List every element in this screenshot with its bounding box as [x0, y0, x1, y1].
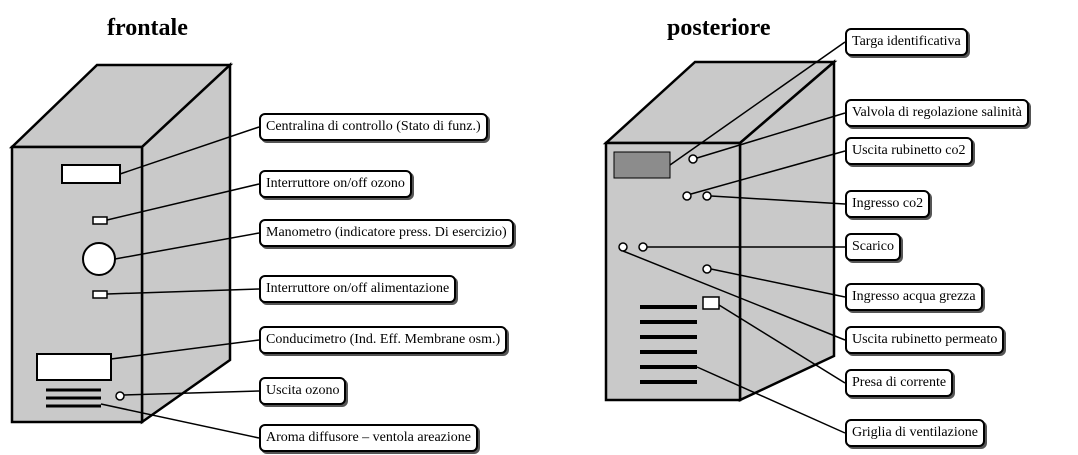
leader-permeate-outlet [622, 250, 846, 341]
leader-co2-outlet [690, 150, 846, 195]
ozone-outlet [115, 391, 125, 401]
callout-conductivity-meter: Conducimetro (Ind. Eff. Membrane osm.) [259, 326, 508, 354]
permeate-outlet [638, 242, 648, 252]
callout-permeate-outlet: Uscita rubinetto permeato [845, 326, 1005, 354]
leader-control-unit [119, 126, 260, 175]
conductivity-meter-display [36, 353, 112, 381]
leader-salinity-valve [696, 112, 846, 159]
drain [618, 242, 628, 252]
leader-power-switch [106, 288, 260, 295]
power-socket [702, 296, 720, 310]
power-switch [92, 290, 108, 299]
rear-leader-lines [622, 41, 846, 434]
callout-power-switch: Interruttore on/off alimentazione [259, 275, 457, 303]
raw-water-inlet [702, 264, 712, 274]
leader-conductivity-meter [110, 339, 260, 360]
front-leader-lines [100, 126, 260, 439]
rear-cabinet [602, 59, 838, 402]
leader-power-socket [718, 304, 846, 384]
callout-raw-water-inlet: Ingresso acqua grezza [845, 283, 983, 311]
leader-pressure-gauge [114, 232, 260, 260]
rear-view-title: posteriore [667, 15, 771, 41]
callout-ozone-outlet: Uscita ozono [259, 377, 347, 405]
leader-aroma-diffuser [100, 403, 260, 439]
leader-id-plate [669, 41, 846, 166]
front-vent-grille [46, 388, 101, 408]
leader-co2-inlet [710, 195, 846, 205]
callout-co2-inlet: Ingresso co2 [845, 190, 931, 218]
callout-co2-outlet: Uscita rubinetto co2 [845, 137, 973, 165]
rear-vent-grille [640, 305, 697, 384]
callout-aroma-diffuser: Aroma diffusore – ventola areazione [259, 424, 478, 452]
salinity-valve [688, 154, 698, 164]
leader-ozone-switch [106, 183, 260, 221]
callout-control-unit: Centralina di controllo (Stato di funz.) [259, 113, 488, 141]
ozone-switch [92, 216, 108, 225]
callout-id-plate: Targa identificativa [845, 28, 968, 56]
callout-salinity-valve: Valvola di regolazione salinità [845, 99, 1029, 127]
co2-inlet [702, 191, 712, 201]
callout-drain: Scarico [845, 233, 901, 261]
leader-ozone-outlet [123, 390, 260, 396]
id-plate [613, 151, 671, 179]
callout-pressure-gauge: Manometro (indicatore press. Di esercizi… [259, 219, 514, 247]
callout-ozone-switch: Interruttore on/off ozono [259, 170, 412, 198]
callout-power-socket: Presa di corrente [845, 369, 954, 397]
pressure-gauge [82, 242, 116, 276]
co2-outlet [682, 191, 692, 201]
front-view-title: frontale [107, 15, 188, 41]
callout-vent-grille: Griglia di ventilazione [845, 419, 985, 447]
leader-vent-grille [696, 366, 846, 434]
leader-raw-water-inlet [710, 268, 846, 298]
front-cabinet [8, 62, 234, 425]
control-unit-display [61, 164, 121, 184]
